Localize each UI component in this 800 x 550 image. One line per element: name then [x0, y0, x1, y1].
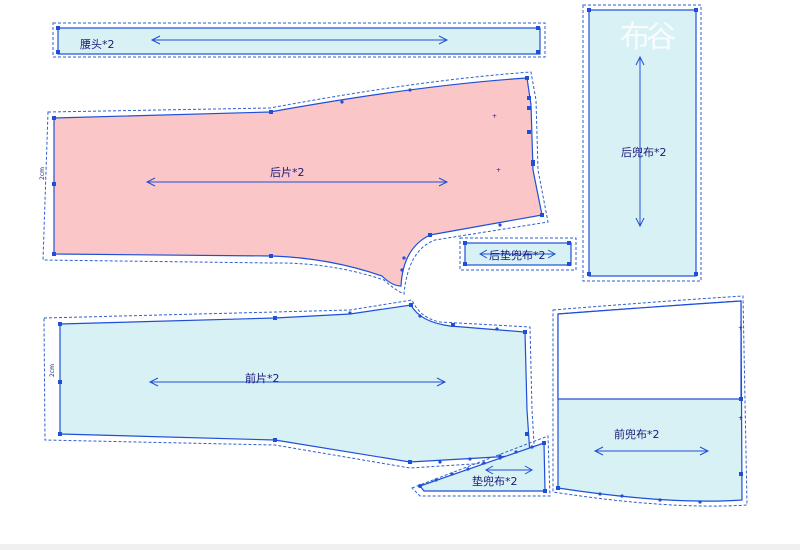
bottom-scrollbar[interactable] — [0, 544, 800, 550]
front-side-mark: 2cm — [49, 364, 56, 377]
piece-front[interactable]: 2cm 前片*2 — [43, 299, 536, 469]
svg-text:+: + — [738, 415, 743, 422]
waistband-label: 腰头*2 — [80, 38, 115, 51]
back-pocket-bag-label: 后兜布*2 — [621, 145, 667, 159]
svg-text:+: + — [738, 325, 743, 332]
front-piece-label: 前片*2 — [245, 371, 280, 385]
piece-gusset-pocket-bag[interactable]: 垫兜布*2 — [411, 435, 551, 497]
gusset-pocket-label: 垫兜布*2 — [472, 474, 518, 488]
piece-front-pocket-bag[interactable]: + + 前兜布*2 — [552, 295, 748, 507]
piece-waistband[interactable]: 腰头*2 — [52, 22, 546, 58]
back-side-mark: 2cm — [39, 167, 46, 180]
back-piece-label: 后片*2 — [270, 166, 305, 179]
svg-text:+: + — [492, 113, 497, 120]
piece-back[interactable]: + + 2cm 后片*2 — [39, 71, 549, 295]
back-gusset-label: 后垫兜布*2 — [489, 248, 546, 262]
piece-back-gusset-lining[interactable]: 后垫兜布*2 — [459, 237, 577, 271]
watermark: 布谷 — [620, 20, 676, 55]
piece-back-pocket-bag[interactable]: 后兜布*2 — [582, 4, 702, 282]
front-pocket-bag-label: 前兜布*2 — [614, 427, 660, 441]
svg-text:+: + — [496, 167, 501, 174]
